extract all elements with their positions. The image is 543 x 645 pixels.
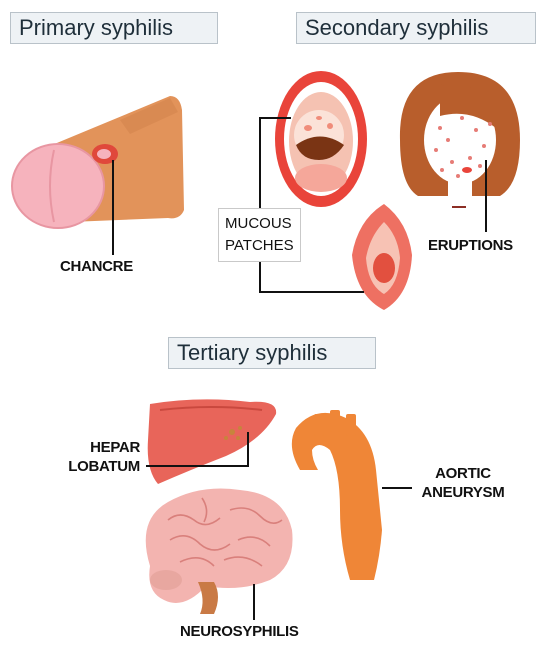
hepar-lobatum-label-line2: LOBATUM — [44, 457, 140, 476]
hepar-lobatum-label-line1: HEPAR — [44, 438, 140, 457]
aortic-aneurysm-label-line2: ANEURYSM — [410, 483, 516, 502]
chancre-lesion — [92, 144, 118, 164]
hepar-lobatum-label: HEPAR LOBATUM — [44, 438, 140, 476]
aortic-aneurysm-label-line1: AORTIC — [410, 464, 516, 483]
mucous-patches-label: MUCOUS PATCHES — [218, 208, 301, 262]
liver-illustration — [148, 399, 276, 484]
chancre-label: CHANCRE — [60, 257, 133, 276]
brain-illustration — [146, 489, 293, 615]
mucous-patches-label-line2: PATCHES — [225, 235, 294, 257]
aortic-aneurysm-label: AORTIC ANEURYSM — [410, 464, 516, 502]
neurosyphilis-label: NEUROSYPHILIS — [180, 622, 299, 641]
face-with-eruptions-illustration — [400, 72, 520, 208]
open-mouth-illustration — [275, 71, 367, 207]
aortic-aneurysm-illustration — [292, 410, 382, 580]
mucous-patches-label-line1: MUCOUS — [225, 213, 294, 235]
eruptions-label: ERUPTIONS — [428, 236, 513, 255]
mucosal-lesion-illustration — [352, 204, 412, 310]
